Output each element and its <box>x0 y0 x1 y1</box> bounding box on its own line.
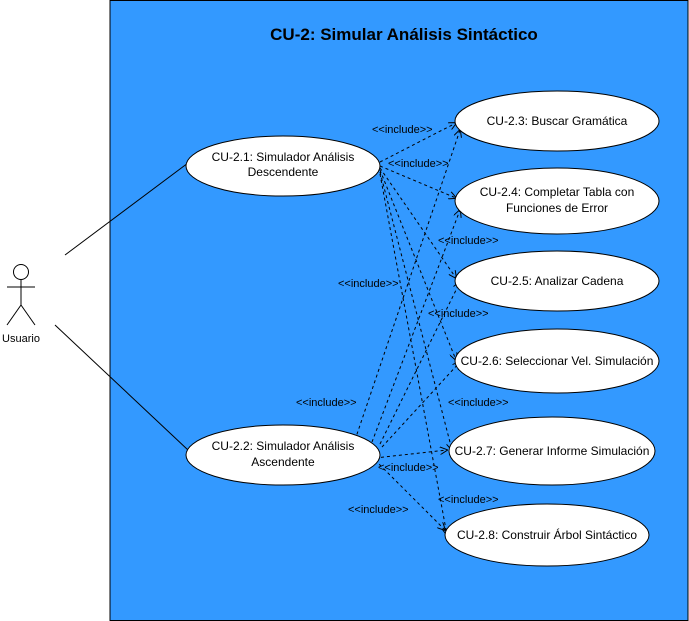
include-edges-cu22 <box>354 130 460 530</box>
use-case-label: CU-2.6: Seleccionar Vel. Simulación <box>461 354 654 368</box>
actor-head-icon <box>13 264 29 280</box>
system-title: CU-2: Simular Análisis Sintáctico <box>270 25 538 44</box>
use-case-label: CU-2.4: Completar Tabla con <box>480 185 635 199</box>
include-labels: <<include>> <<include>> <<include>> <<in… <box>296 124 509 516</box>
include-label: <<include>> <box>296 397 357 409</box>
actor-usuario[interactable]: Usuario <box>2 264 40 346</box>
use-case-label: Ascendente <box>251 455 315 469</box>
use-case-cu-2-5[interactable]: CU-2.5: Analizar Cadena <box>454 250 660 312</box>
use-case-label: CU-2.5: Analizar Cadena <box>491 274 624 288</box>
include-label: <<include>> <box>428 308 489 320</box>
include-label: <<include>> <box>372 124 433 136</box>
use-case-cu-2-4[interactable]: CU-2.4: Completar Tabla con Funciones de… <box>454 167 660 235</box>
include-edges-cu21 <box>379 123 456 535</box>
include-label: <<include>> <box>378 462 439 474</box>
use-case-label: CU-2.3: Buscar Gramática <box>487 114 628 128</box>
use-case-cu-2-1[interactable]: CU-2.1: Simulador Análisis Descendente <box>185 135 381 197</box>
use-case-label: CU-2.8: Construir Árbol Sintáctico <box>457 527 637 542</box>
use-case-cu-2-6[interactable]: CU-2.6: Seleccionar Vel. Simulación <box>454 328 660 394</box>
use-case-cu-2-3[interactable]: CU-2.3: Buscar Gramática <box>454 90 660 152</box>
use-case-cu-2-7[interactable]: CU-2.7: Generar Informe Simulación <box>448 416 656 486</box>
include-label: <<include>> <box>438 235 499 247</box>
association-line <box>54 324 189 451</box>
include-label: <<include>> <box>338 278 399 290</box>
include-label: <<include>> <box>448 397 509 409</box>
include-label: <<include>> <box>388 158 449 170</box>
use-case-cu-2-2[interactable]: CU-2.2: Simulador Análisis Ascendente <box>185 424 381 486</box>
use-case-label: Descendente <box>248 165 319 179</box>
include-label: <<include>> <box>348 504 409 516</box>
association-line <box>64 162 189 256</box>
use-case-label: Funciones de Error <box>506 201 608 215</box>
use-case-label: CU-2.2: Simulador Análisis <box>212 439 355 453</box>
use-case-label: CU-2.1: Simulador Análisis <box>212 150 355 164</box>
use-case-cu-2-8[interactable]: CU-2.8: Construir Árbol Sintáctico <box>444 503 650 567</box>
use-case-label: CU-2.7: Generar Informe Simulación <box>455 444 650 458</box>
include-label: <<include>> <box>438 494 499 506</box>
actor-label: Usuario <box>2 333 40 345</box>
